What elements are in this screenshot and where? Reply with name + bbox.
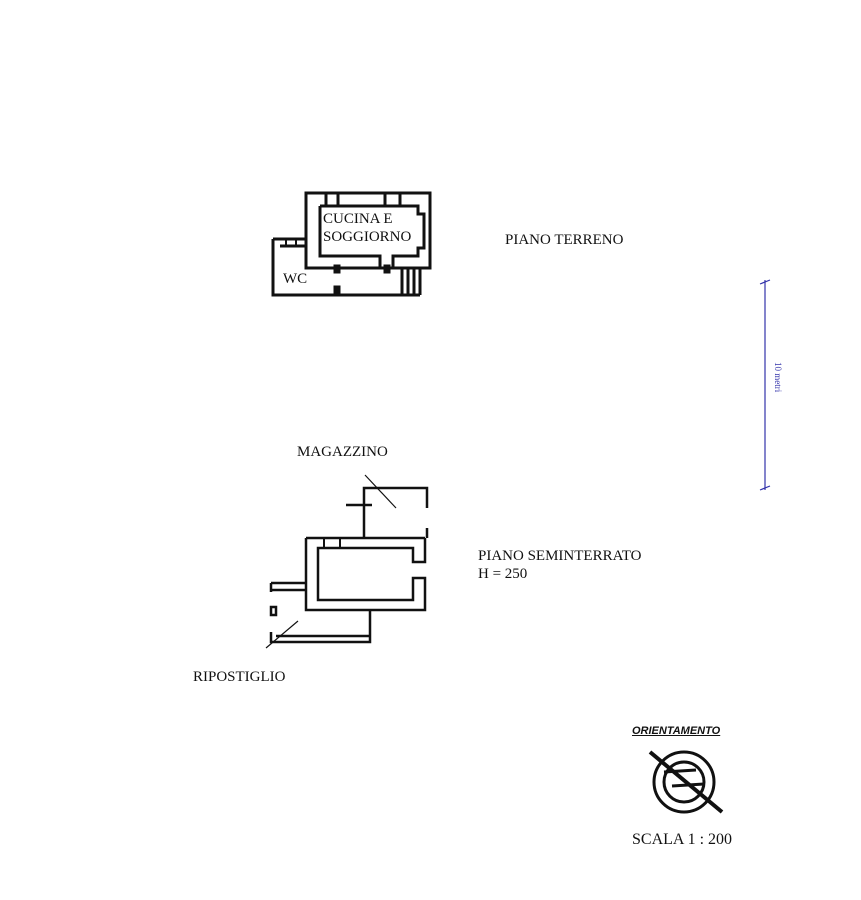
room-label-wc: WC [283,271,308,287]
room-label-ripostiglio: RIPOSTIGLIO [193,669,286,685]
basement-title: PIANO SEMINTERRATO [478,548,642,564]
basement-plan [265,474,429,649]
scale-bar-label: 10 metri [773,362,783,393]
ground-floor-title: PIANO TERRENO [505,232,624,248]
scale-label: SCALA 1 : 200 [632,831,733,848]
orientation-label: ORIENTAMENTO [632,725,721,737]
basement-height: H = 250 [478,566,528,582]
ground-floor-plan [271,191,432,297]
room-label-soggiorno: SOGGIORNO [323,229,412,245]
compass-icon [648,750,724,814]
room-label-cucina: CUCINA E [323,211,393,227]
scale-bar [759,279,771,491]
room-label-magazzino: MAGAZZINO [297,444,388,460]
